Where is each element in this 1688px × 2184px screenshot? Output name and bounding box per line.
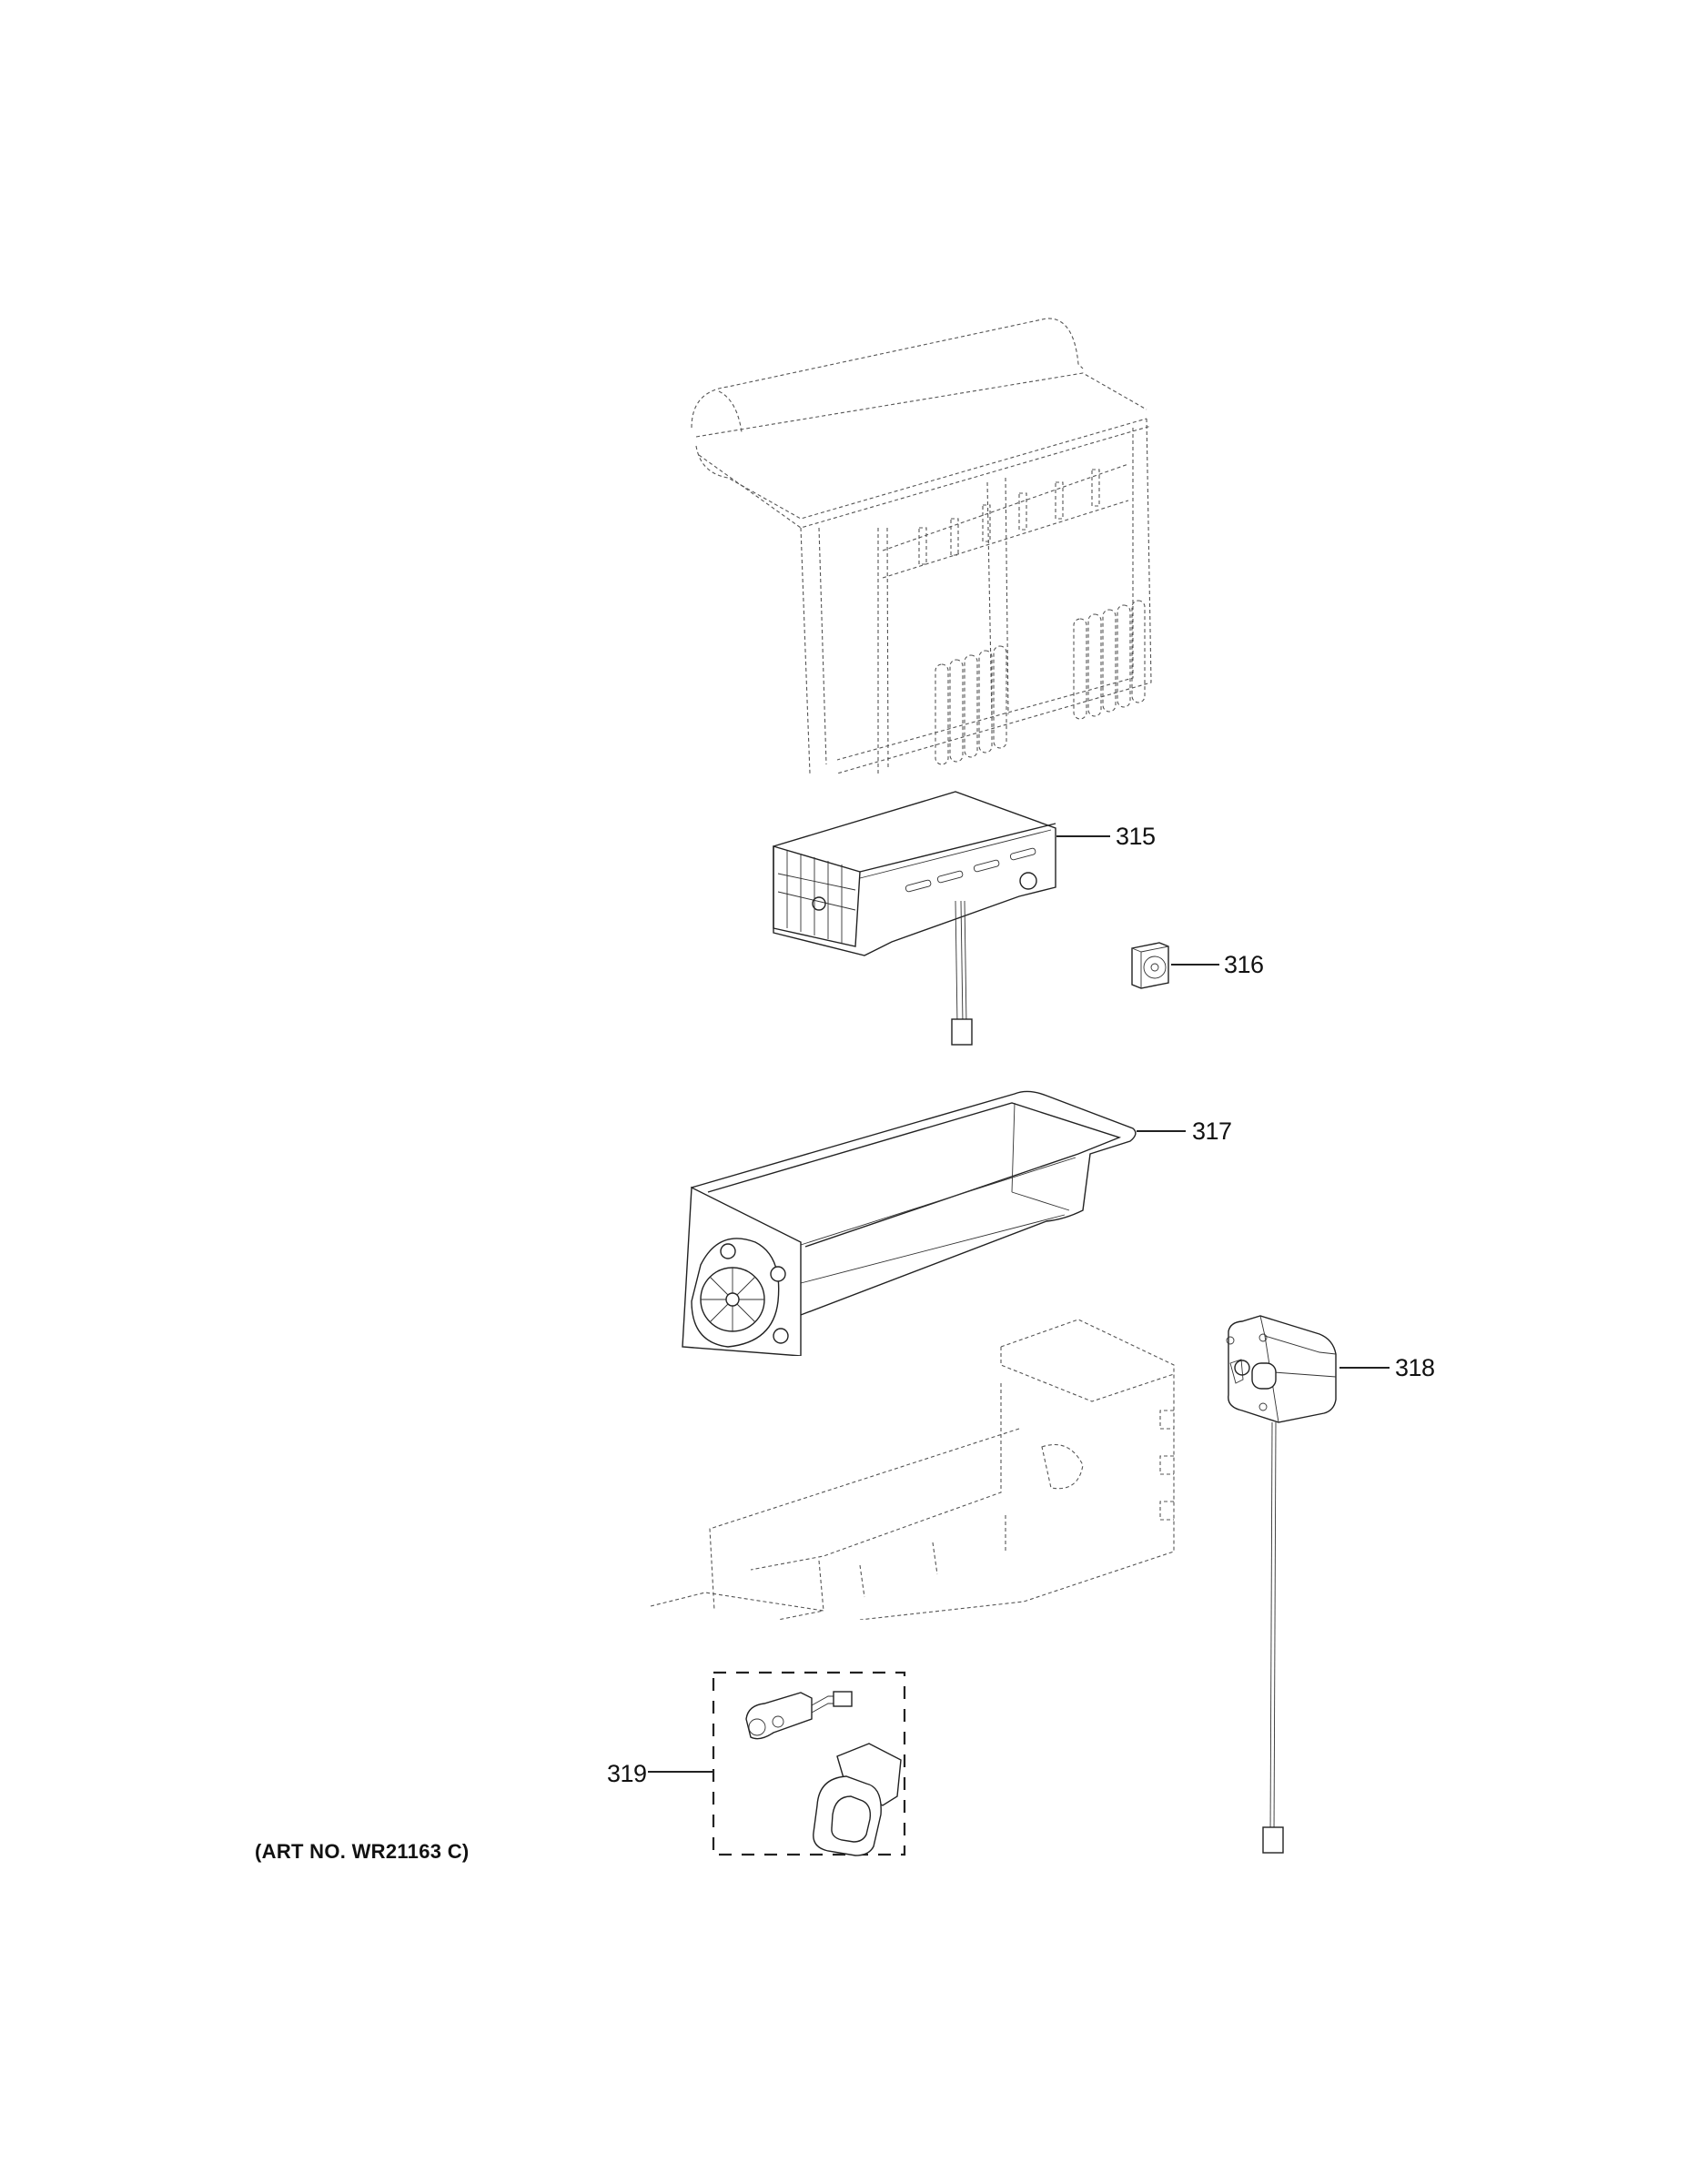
callout-315[interactable]: 315 (1116, 823, 1156, 850)
leader-line-317 (1137, 1130, 1186, 1132)
auger-motor-drawing[interactable] (1210, 1309, 1347, 1855)
callout-317[interactable]: 317 (1192, 1117, 1232, 1145)
leader-line-315 (1056, 835, 1110, 837)
leader-line-319 (648, 1771, 713, 1773)
art-number-label: (ART NO. WR21163 C) (255, 1840, 470, 1863)
dispenser-kit-drawing[interactable] (710, 1669, 908, 1858)
callout-318[interactable]: 318 (1395, 1354, 1435, 1381)
callout-319[interactable]: 319 (607, 1760, 647, 1787)
fan-drawing[interactable] (1128, 941, 1172, 990)
ice-bucket-drawing[interactable] (664, 1083, 1142, 1356)
ice-compartment-housing-drawing (691, 318, 1152, 774)
ice-maker-drawing[interactable] (746, 774, 1065, 1056)
bucket-support-rail-drawing (650, 1319, 1175, 1620)
callout-316[interactable]: 316 (1224, 951, 1264, 978)
leader-line-316 (1171, 964, 1219, 966)
leader-line-318 (1339, 1367, 1390, 1369)
